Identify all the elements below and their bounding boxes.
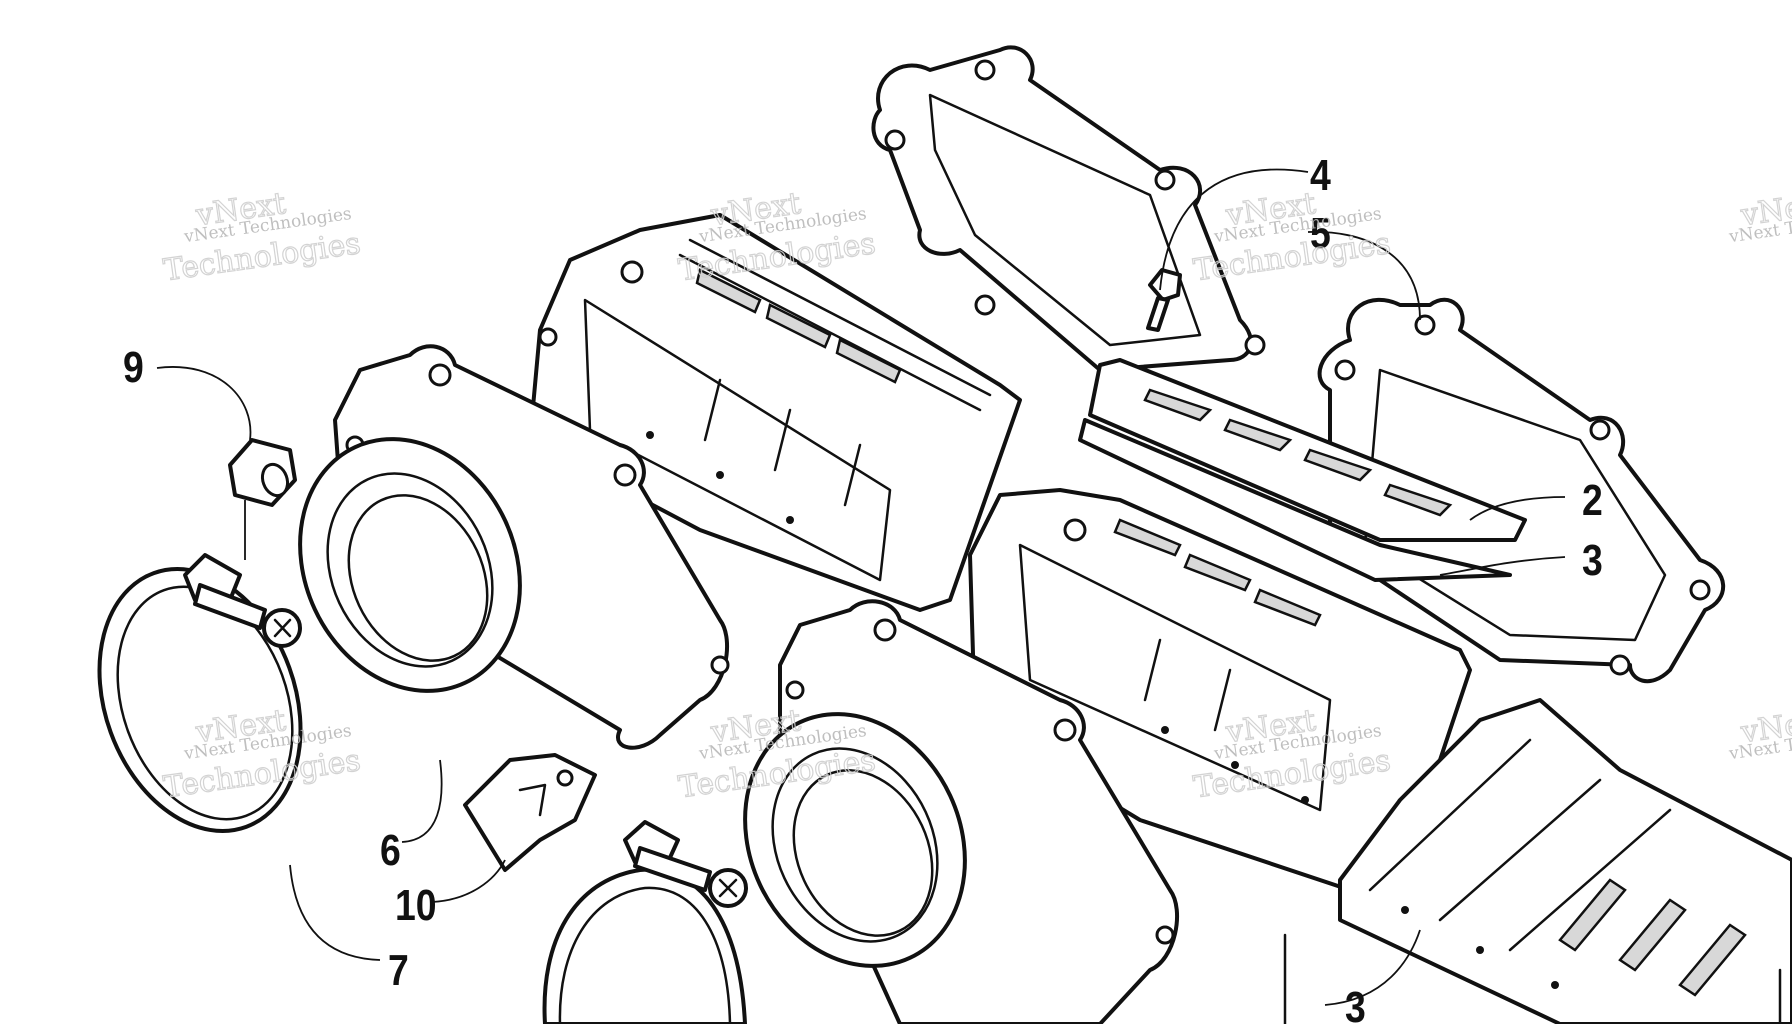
callout-3-upper: 3 [1582,535,1603,585]
callout-numbers: 2 3 4 5 6 7 9 10 3 [123,150,1603,1024]
callout-4: 4 [1310,150,1331,200]
gasket-upper [871,45,1266,372]
hose-clamp-lower [542,820,748,1024]
intake-flange-lower [743,599,1179,1024]
watermark-1: vNext vNext Technologies Technologies [161,186,364,289]
hose-clamp-left [97,553,303,833]
bushing [228,438,297,507]
leader-lines [156,168,1566,1006]
screw [1146,268,1182,332]
watermark-3: vNext vNext Technologies Technologies [1191,186,1394,289]
watermark-8: vNext vNext Technologies [1727,703,1792,765]
callout-7: 7 [388,945,409,995]
callout-9: 9 [123,342,144,392]
callout-2: 2 [1582,475,1603,525]
callout-5: 5 [1310,208,1331,258]
watermark-2: vNext vNext Technologies Technologies [676,186,879,289]
watermark-4: vNext vNext Technologies [1727,186,1792,248]
bracket [463,753,597,872]
callout-6: 6 [380,825,401,875]
intake-flange-left [298,344,730,750]
callout-10: 10 [395,880,437,930]
callout-3-lower: 3 [1345,982,1366,1024]
reed-petal-stack-upper [1078,358,1527,582]
reed-petal-stack-lower [1283,698,1792,1024]
